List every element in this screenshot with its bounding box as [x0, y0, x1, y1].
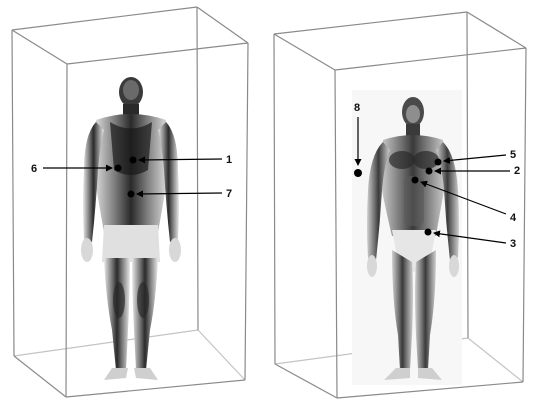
- marker-label-3: 3: [510, 238, 516, 250]
- marker-label-5: 5: [510, 149, 516, 161]
- marker-8-dot: [354, 169, 362, 177]
- marker-label-6: 6: [31, 163, 37, 175]
- marker-7-dot: [128, 191, 135, 198]
- marker-3-dot: [425, 229, 432, 236]
- marker-4-dot: [412, 177, 419, 184]
- marker-label-8: 8: [354, 102, 360, 114]
- marker-label-2: 2: [514, 165, 520, 177]
- marker-label-7: 7: [226, 188, 232, 200]
- left-panel: [12, 7, 248, 397]
- marker-label-4: 4: [510, 212, 517, 224]
- marker-1-dot: [130, 157, 137, 164]
- marker-5-dot: [435, 159, 442, 166]
- marker-2-dot: [426, 168, 433, 175]
- marker-6-dot: [115, 165, 122, 172]
- marker-label-1: 1: [226, 154, 232, 166]
- right-panel: [274, 12, 526, 398]
